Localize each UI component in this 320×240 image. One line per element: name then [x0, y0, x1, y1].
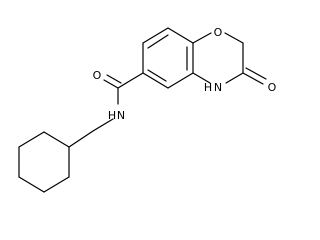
- bond-ring-carbonyl-a: [242, 72, 264, 85]
- bond-benzene-2: [167, 27, 194, 44]
- bond-cyclohexane-2: [18, 131, 45, 148]
- bond-ethyl: [68, 130, 94, 148]
- bond-cyclohexane-1: [43, 131, 70, 148]
- molecule-canvas: O O O N H N H: [18, 26, 277, 193]
- bond-cyclohexane-4: [18, 176, 45, 193]
- bond-benzene-1-inner: [147, 34, 169, 49]
- atom-amide-nitrogen: N: [117, 109, 125, 122]
- bond-amide-carbonyl-b: [106, 74, 122, 84]
- bond-amide-carbonyl-a: [103, 79, 119, 89]
- bond-benzene-4: [167, 72, 194, 89]
- bond-benzene-1: [142, 27, 169, 44]
- bond-benzene-5-inner: [147, 69, 167, 82]
- bond-nitrogen-aryl: [192, 72, 211, 84]
- atom-amide-hydrogen: H: [108, 109, 116, 122]
- atom-ring-hydrogen: H: [204, 81, 212, 94]
- atom-ring-nitrogen: N: [214, 81, 222, 94]
- structure-drawing: O O O N H N H: [18, 26, 277, 193]
- bond-oxygen-methylene: [224, 32, 244, 44]
- bond-aryl-oxygen: [192, 32, 212, 44]
- bond-carbonyl-nitrogen: [225, 72, 244, 84]
- bond-ring-carbonyl-b: [245, 67, 267, 80]
- atom-ring-carbonyl-oxygen: O: [268, 81, 277, 94]
- atom-ring-oxygen: O: [214, 26, 223, 39]
- bond-aryl-amide-carbon: [117, 72, 144, 89]
- atom-amide-carbonyl-oxygen: O: [93, 69, 102, 82]
- bond-cyclohexane-5: [43, 176, 70, 193]
- bond-nitrogen-ethyl: [92, 118, 114, 132]
- bond-benzene-5: [142, 72, 169, 89]
